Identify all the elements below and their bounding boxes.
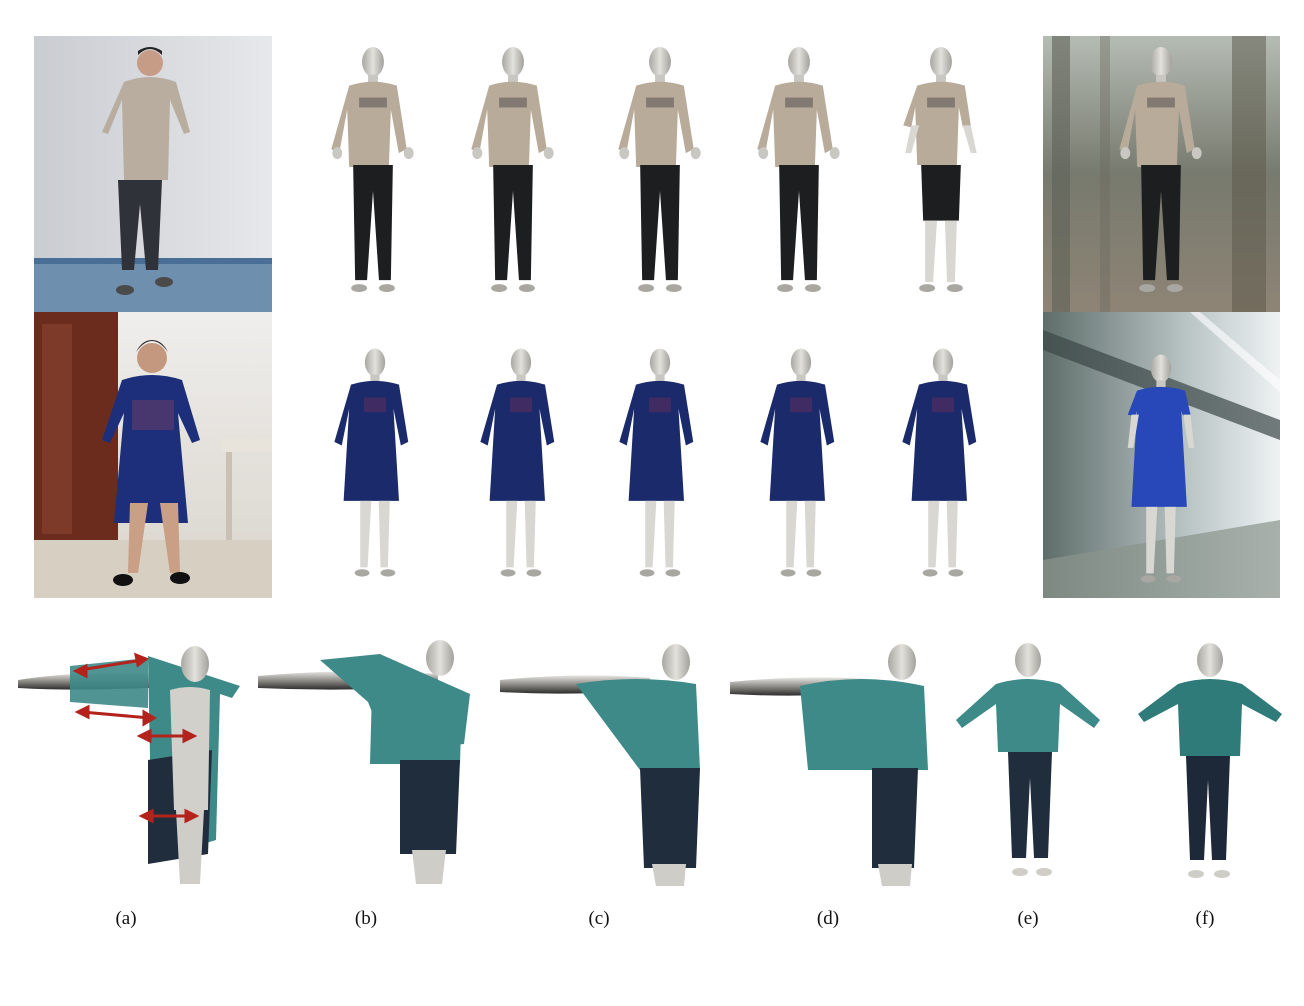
male-view-4 [757, 46, 840, 293]
caption-e: (e) [1017, 908, 1039, 929]
female-view-5 [902, 348, 977, 577]
photo-male-input [34, 36, 272, 312]
female-view-4 [760, 348, 835, 577]
caption-d: (d) [816, 908, 840, 929]
female-view-2 [480, 348, 555, 577]
male-view-5-shorts [903, 46, 977, 293]
caption-a: (a) [115, 908, 137, 929]
caption-c: (c) [588, 908, 610, 929]
caption-f: (f) [1195, 908, 1215, 929]
male-view-3 [618, 46, 701, 293]
caption-b: (b) [354, 908, 378, 929]
stage-e-apose [956, 643, 1100, 876]
stage-f-final [1138, 643, 1282, 878]
stage-c-sim-early [500, 644, 700, 886]
stage-b-draped [258, 640, 470, 884]
male-view-1 [331, 46, 414, 293]
female-view-1 [334, 348, 409, 577]
male-view-2 [471, 46, 554, 293]
female-view-3 [619, 348, 694, 577]
stage-a-flat-panels [18, 646, 240, 884]
photo-female-input [34, 312, 272, 598]
stage-d-sim-late [730, 644, 928, 886]
